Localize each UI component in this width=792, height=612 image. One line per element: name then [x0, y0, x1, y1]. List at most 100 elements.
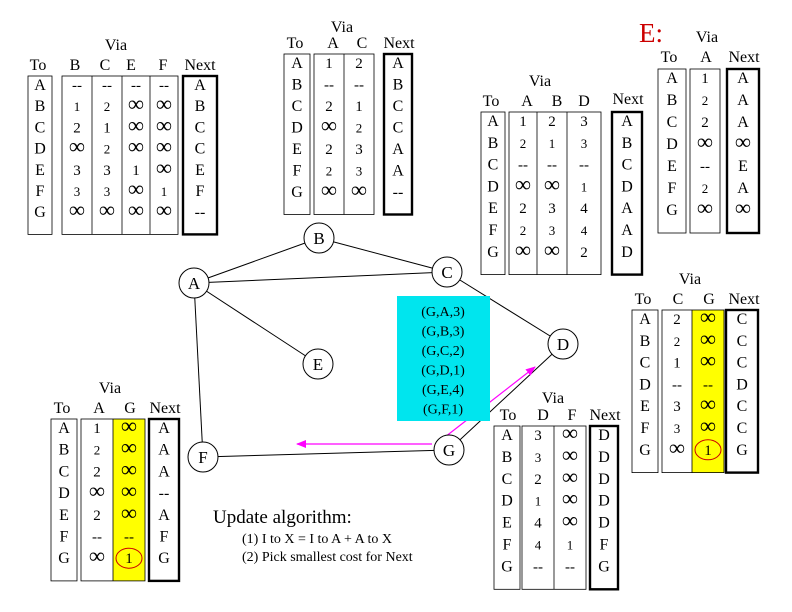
next-hop-cell: D — [736, 376, 748, 393]
cost-cell: 2 — [674, 334, 681, 349]
cost-cell: -- — [324, 78, 334, 94]
cost-cell: -- — [565, 559, 575, 575]
via-header: Via — [331, 19, 353, 36]
changed-entry-circle — [115, 547, 143, 569]
cost-cell: 3 — [673, 399, 681, 415]
next-hop-cell: A — [194, 77, 206, 94]
destination-label: D — [639, 376, 651, 393]
node-circle — [547, 328, 579, 360]
next-hop-cell: A — [158, 507, 170, 524]
advertisement-entry: (G,B,3) — [422, 325, 465, 340]
cost-cell: 2 — [520, 223, 527, 238]
to-column-box — [493, 425, 521, 590]
cost-cell: ∞ — [700, 391, 716, 416]
next-hop-cell: C — [737, 398, 748, 415]
next-hop-cell: C — [393, 120, 404, 137]
node-label: C — [441, 263, 452, 282]
next-hop-cell: A — [392, 55, 404, 72]
network-links — [193, 237, 564, 458]
via-column-header: C — [100, 57, 111, 74]
cost-cell: 2 — [326, 164, 333, 179]
cost-cell: ∞ — [99, 197, 115, 222]
node-label: F — [198, 448, 207, 467]
next-column-box — [724, 308, 760, 474]
advertisement-entry: (G,D,1) — [421, 364, 465, 379]
next-hop-cell: A — [737, 180, 749, 197]
cost-cell: 3 — [104, 184, 111, 199]
next-hop-cell: -- — [393, 184, 404, 201]
cost-cell: -- — [124, 530, 134, 546]
cost-cell: 2 — [94, 443, 101, 458]
destination-label: B — [502, 449, 513, 466]
node-circle — [431, 256, 463, 288]
next-hop-cell: A — [392, 141, 404, 158]
via-header: Via — [99, 380, 121, 397]
destination-label: E — [488, 200, 498, 217]
destination-label: D — [501, 493, 513, 510]
destination-label: A — [58, 420, 70, 437]
next-hop-cell: A — [158, 442, 170, 459]
via-header: Via — [529, 73, 551, 90]
node-circle — [433, 434, 465, 466]
node-label: B — [313, 229, 324, 248]
next-hop-cell: C — [737, 311, 748, 328]
next-hop-cell: D — [598, 427, 610, 444]
via-column-header: D — [578, 93, 590, 110]
link-a-e — [193, 282, 319, 365]
destination-label: C — [292, 98, 303, 115]
cost-cell: -- — [102, 78, 112, 94]
update-algorithm: Update algorithm: (1) I to X = I to A + … — [213, 507, 413, 565]
destination-label: B — [292, 77, 303, 94]
destination-label: C — [35, 119, 46, 136]
advertisement-box: (G,A,3)(G,B,3)(G,C,2)(G,D,1)(G,E,4)(G,F,… — [397, 296, 490, 421]
cost-cell: ∞ — [121, 478, 137, 503]
to-column-box — [657, 68, 687, 234]
cost-cell: ∞ — [544, 237, 560, 262]
destination-label: G — [639, 442, 651, 459]
highlighted-column — [692, 310, 724, 473]
node-a: A — [178, 267, 210, 299]
cost-cell: 3 — [535, 450, 542, 465]
advertisement-background — [397, 296, 490, 421]
node-e: E — [302, 348, 334, 380]
via-column-header: G — [703, 291, 715, 308]
table-e-label: E: — [639, 18, 663, 48]
next-hop-cell: G — [158, 550, 170, 567]
next-header: Next — [728, 291, 760, 308]
to-column-box — [27, 75, 53, 235]
next-header: Next — [184, 57, 216, 74]
next-header: Next — [383, 35, 415, 52]
cost-cell: 2 — [93, 508, 101, 524]
node-g: G — [433, 434, 465, 466]
to-header: To — [483, 93, 500, 110]
via-header: Via — [542, 390, 564, 407]
cost-cell: ∞ — [697, 129, 713, 154]
via-columns-box — [508, 111, 602, 276]
next-hop-cell: A — [621, 200, 633, 217]
cost-cell: 1 — [93, 421, 101, 437]
destination-label: G — [487, 244, 499, 261]
next-hop-cell: C — [737, 420, 748, 437]
changed-entry-circle — [694, 439, 722, 461]
cost-cell: 1 — [132, 163, 140, 179]
next-hop-cell: -- — [195, 204, 206, 221]
next-hop-cell: D — [598, 471, 610, 488]
to-column-box — [283, 53, 311, 215]
next-hop-cell: G — [598, 558, 610, 575]
via-columns-box — [521, 425, 587, 590]
node-circle — [187, 441, 219, 473]
cost-cell: ∞ — [562, 486, 578, 511]
cost-cell: ∞ — [121, 500, 137, 525]
destination-label: A — [291, 55, 303, 72]
cost-cell: ∞ — [669, 435, 685, 460]
node-label: D — [557, 335, 569, 354]
cost-cell: -- — [131, 78, 141, 94]
via-column-header: A — [700, 49, 712, 66]
destination-label: A — [487, 113, 499, 130]
destination-label: D — [487, 178, 499, 195]
destination-label: E — [59, 507, 69, 524]
advertisement-entry: (G,C,2) — [422, 344, 465, 359]
to-header: To — [500, 407, 517, 424]
